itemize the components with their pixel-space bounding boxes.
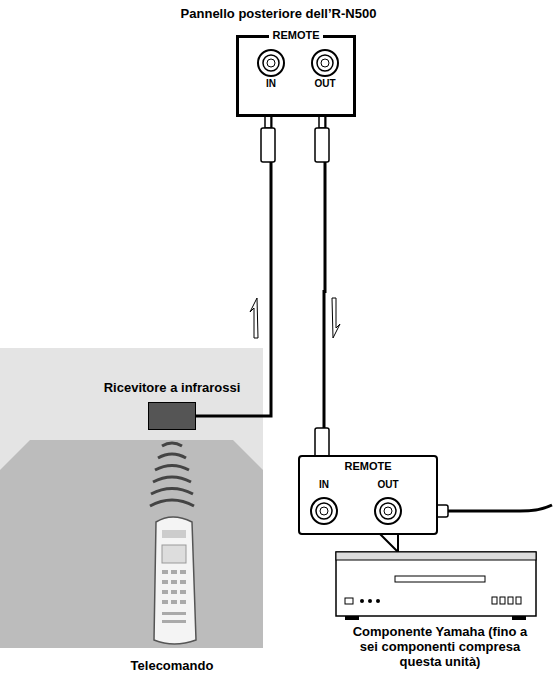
jack-socket xyxy=(373,496,403,526)
jack-terminal: OUT xyxy=(370,479,406,533)
room-wall xyxy=(0,348,263,648)
jack-label: IN xyxy=(253,78,289,89)
node-label: Ricevitore a infrarossi xyxy=(104,380,241,395)
jack-terminal: OUT xyxy=(307,48,343,104)
jack-label: OUT xyxy=(307,78,343,89)
remote-control xyxy=(154,517,196,644)
jack-terminal: IN xyxy=(253,48,289,104)
yamaha-component xyxy=(336,552,536,620)
room-floor xyxy=(0,440,263,648)
caption-label: Telecomando xyxy=(112,658,232,673)
diagram-title: Pannello posteriore dell’R-N500 xyxy=(0,6,557,21)
signal-arrow xyxy=(332,298,340,338)
panel-heading: REMOTE xyxy=(269,29,322,41)
rear-panel-box: REMOTEINOUT xyxy=(236,35,356,117)
signal-cable xyxy=(196,104,277,416)
jack-socket xyxy=(309,496,339,526)
jack-label: IN xyxy=(306,479,342,490)
jack-terminal: IN xyxy=(306,479,342,533)
jack-socket xyxy=(256,48,286,78)
jack-label: OUT xyxy=(370,479,406,490)
cable-line xyxy=(196,104,271,416)
node-label: REMOTE xyxy=(300,460,436,472)
plug xyxy=(261,116,329,468)
node-label: REMOTE xyxy=(239,29,353,41)
signal-arrow xyxy=(250,298,258,338)
callout-box: REMOTE IN OUT xyxy=(298,455,438,535)
ir-waves xyxy=(150,443,194,506)
caption-label: Componente Yamaha (fino a sei componenti… xyxy=(345,624,535,669)
ir-receiver: Ricevitore a infrarossi xyxy=(148,402,196,430)
jack-socket xyxy=(310,48,340,78)
callout-pointer xyxy=(380,534,398,552)
